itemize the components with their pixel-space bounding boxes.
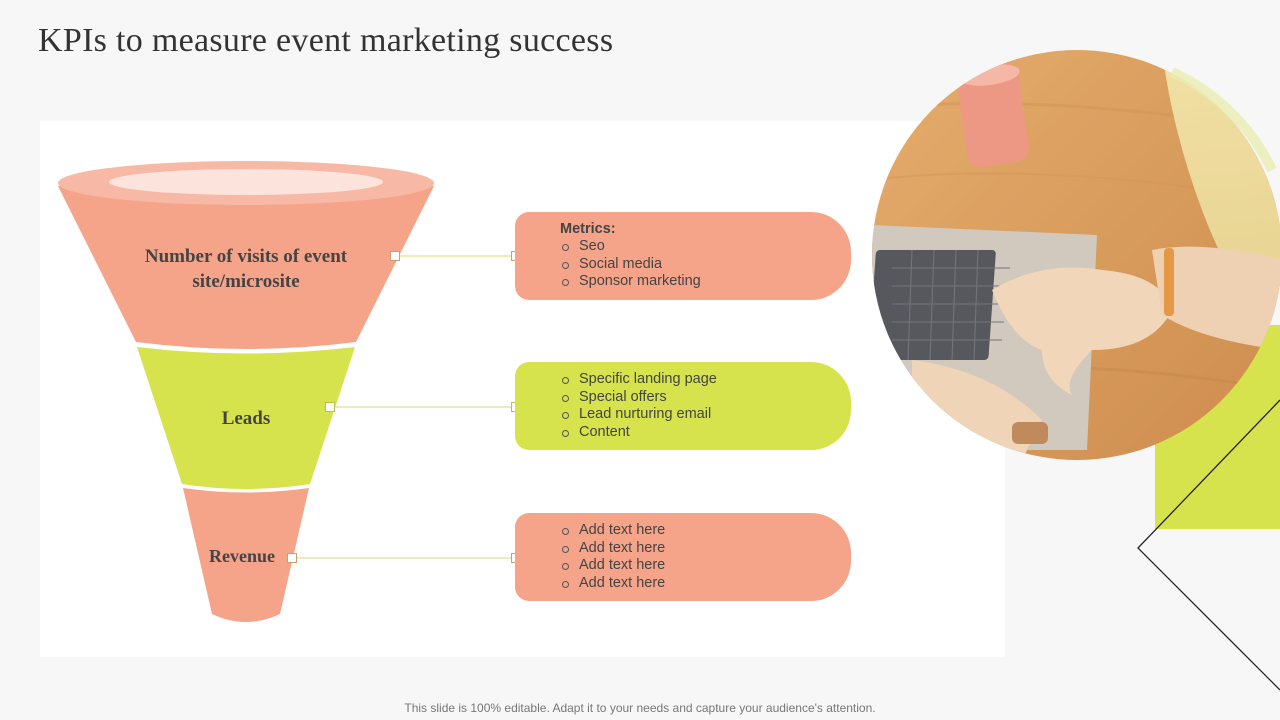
kpi-card-leads: Specific landing page Special offers Lea…	[515, 362, 851, 450]
list-item: Add text here	[560, 575, 851, 593]
list-item: Add text here	[560, 557, 851, 575]
connector-handle	[325, 402, 335, 412]
footer-note: This slide is 100% editable. Adapt it to…	[404, 701, 876, 715]
funnel-label-revenue: Revenue	[209, 546, 275, 566]
funnel-opening	[109, 169, 383, 195]
kpi-card-revenue: Add text here Add text here Add text her…	[515, 513, 851, 601]
kpi-card-visits: Metrics: Seo Social media Sponsor market…	[515, 212, 851, 300]
funnel-segment-visits	[58, 186, 434, 349]
list-item: Sponsor marketing	[560, 273, 851, 291]
list-item: Specific landing page	[560, 371, 851, 389]
funnel-segment-leads	[137, 347, 355, 489]
list-item: Lead nurturing email	[560, 406, 851, 424]
list-item: Content	[560, 424, 851, 442]
list-item: Special offers	[560, 389, 851, 407]
funnel-label-visits: Number of visits of event site/microsite	[144, 246, 348, 292]
card-heading: Metrics:	[560, 221, 616, 237]
list-item: Social media	[560, 256, 851, 274]
photo-woman-laptop-icon	[872, 50, 1280, 460]
funnel-label-leads: Leads	[221, 408, 271, 429]
funnel-segment-revenue	[183, 488, 309, 622]
connector-handle	[390, 251, 400, 261]
connector-handle	[287, 553, 297, 563]
decorative-diagonal-line	[1137, 399, 1280, 691]
slide-title: KPIs to measure event marketing success	[38, 22, 614, 59]
list-item: Add text here	[560, 522, 851, 540]
list-item: Seo	[560, 238, 851, 256]
list-item: Add text here	[560, 540, 851, 558]
